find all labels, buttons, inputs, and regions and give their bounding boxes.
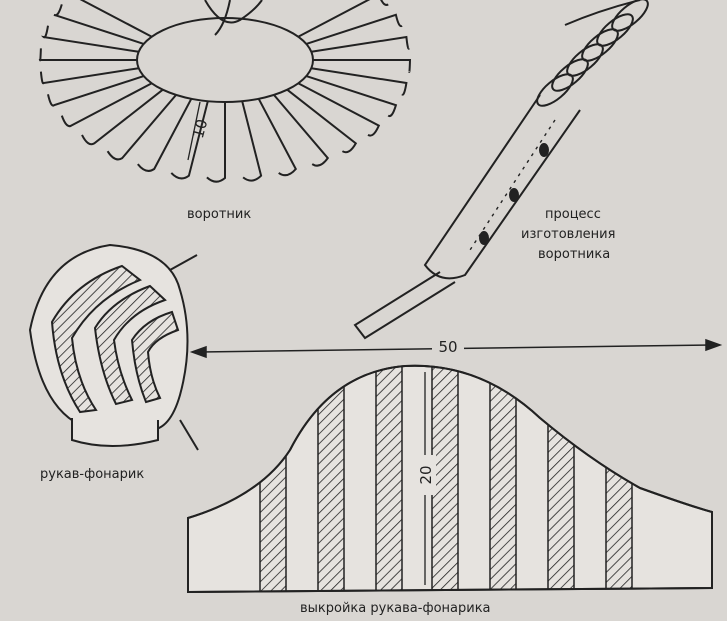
collar-ruffle-fold: [305, 75, 398, 118]
collar-ruffle-fold: [53, 4, 145, 45]
collar-ruffle-fold: [313, 59, 412, 73]
collar-inner-edge: [136, 17, 314, 103]
hole: [539, 143, 549, 157]
process-label-line3: воротника: [538, 247, 610, 262]
collar-tie: [204, 0, 263, 24]
collar-ruffle-fold: [297, 82, 381, 137]
gathered-fold: [596, 13, 634, 47]
stick: [353, 271, 456, 340]
collar-ruffle-fold: [241, 100, 263, 182]
collar-ruffle-fold: [305, 13, 403, 45]
gathered-folds: [536, 0, 649, 107]
pattern-height-label: 20: [417, 465, 435, 484]
pattern-label: выкройка рукава-фонарика: [300, 601, 491, 616]
pattern-stripe: [259, 365, 287, 592]
collar-ruffle-fold: [137, 98, 193, 172]
collar-ruffle-fold: [47, 75, 145, 107]
collar-process-illustration: [353, 0, 649, 340]
collar-ruffle-fold: [81, 88, 164, 146]
collar-ruffle-fold: [297, 0, 389, 38]
collar-ruffle-fold: [311, 35, 410, 53]
hole: [479, 231, 489, 245]
collar-ruffle-fold: [40, 25, 139, 53]
collar-ruffle-fold: [170, 100, 209, 180]
collar-ruffle-fold: [286, 88, 358, 154]
collar-ruffle-fold: [106, 94, 177, 161]
pattern-width-label: 50: [438, 338, 457, 356]
pattern-stripe: [375, 365, 403, 592]
height-label-bg: [414, 455, 436, 495]
collar-ruffle-fold: [257, 98, 298, 177]
pattern-stripe: [489, 365, 517, 592]
collar-ruffle-fold: [273, 94, 330, 167]
collar-width-label: 10: [189, 117, 211, 140]
collar-illustration: [38, 0, 412, 183]
collar-ruffle-fold: [79, 0, 153, 38]
fabric-tube: [423, 94, 581, 280]
collar-ruffle-fold: [39, 67, 139, 85]
collar-tie: [214, 0, 231, 36]
gathered-fold: [611, 0, 649, 32]
hole: [509, 188, 519, 202]
collar-ruffle-fold: [60, 82, 153, 128]
sleeve-label: рукав-фонарик: [40, 467, 144, 482]
sleeve-pattern: [187, 364, 713, 594]
collar-ruffle-fold: [311, 67, 408, 96]
dimension-label-bg: [432, 338, 464, 354]
process-label-line2: изготовления: [521, 227, 615, 242]
pattern-stripe: [317, 365, 345, 592]
stitch-line: [469, 119, 556, 251]
pattern-stripe: [547, 365, 575, 592]
sleeve-illustration: [28, 243, 199, 451]
collar-ruffle-fold: [38, 48, 137, 62]
process-label-line1: процесс: [545, 207, 601, 222]
collar-label: воротник: [187, 207, 251, 222]
collar-ruffle-fold: [206, 102, 226, 183]
collar-ruffles: [38, 0, 412, 183]
collar-dimension-line: [187, 101, 201, 161]
